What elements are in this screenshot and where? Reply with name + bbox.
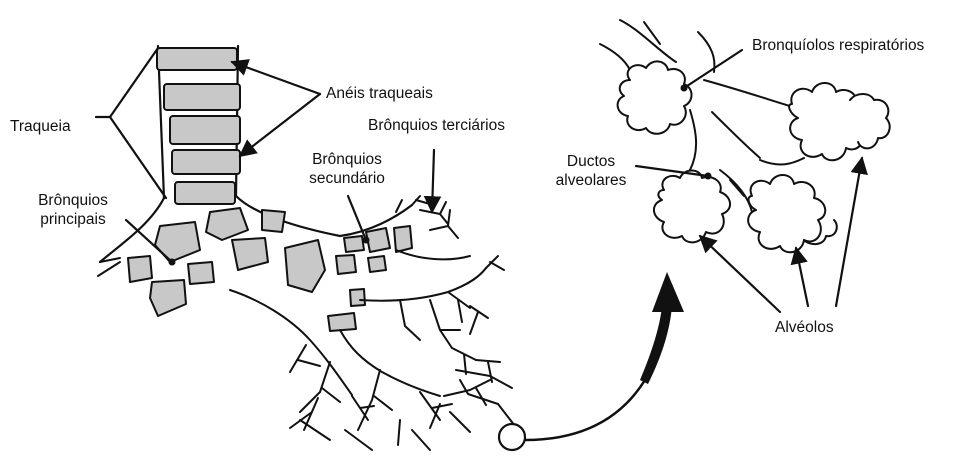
leader-alveolos-2 xyxy=(796,248,808,306)
dot-bronquiolos xyxy=(681,85,688,92)
cartilage-plate xyxy=(150,280,186,316)
magnify-circle xyxy=(499,424,525,450)
cartilage-plate xyxy=(128,256,152,282)
tracheal-ring xyxy=(175,182,235,204)
cartilage-plate xyxy=(368,256,386,272)
alveolar-sac xyxy=(654,171,730,243)
leader-alveolos-3 xyxy=(836,158,862,306)
dot-ductos xyxy=(705,173,712,180)
label-bronquios-principais: Brônquios principais xyxy=(28,191,118,229)
cartilage-plate xyxy=(262,210,285,232)
curved-arrow-head xyxy=(652,272,684,312)
label-bronquios-principais-line2: principais xyxy=(28,210,118,229)
leader-aneis-1 xyxy=(232,62,320,94)
dot-principais xyxy=(169,259,176,266)
leader-traqueia-bracket xyxy=(110,48,166,198)
tracheal-ring xyxy=(157,48,237,70)
tracheal-rings xyxy=(157,48,240,204)
cartilage-plate xyxy=(285,240,325,292)
label-aneis-traqueais: Anéis traqueais xyxy=(326,84,433,103)
label-bronquios-secundario-line1: Brônquios xyxy=(300,150,394,169)
cartilage-plate xyxy=(336,255,356,274)
bronchial-cartilage xyxy=(128,208,412,331)
magnify-connector xyxy=(499,272,684,450)
alveolar-sac xyxy=(748,175,825,252)
cartilage-plate xyxy=(206,208,248,240)
cartilage-plate xyxy=(394,226,412,252)
label-alveolos: Alvéolos xyxy=(775,318,834,337)
label-ductos-alveolares: Ductos alveolares xyxy=(546,152,636,190)
cartilage-plate xyxy=(232,238,268,270)
label-ductos-alveolares-line1: Ductos xyxy=(546,152,636,171)
alveolar-sac xyxy=(618,61,692,133)
cartilage-plate xyxy=(188,262,214,284)
cartilage-plate xyxy=(366,228,390,252)
cartilage-plate xyxy=(155,222,200,262)
leader-terciarios xyxy=(432,150,434,212)
label-bronquios-principais-line1: Brônquios xyxy=(28,191,118,210)
label-bronquios-secundario: Brônquios secundário xyxy=(300,150,394,188)
label-ductos-alveolares-line2: alveolares xyxy=(546,171,636,190)
cartilage-plate xyxy=(344,236,364,252)
tracheal-ring xyxy=(172,150,240,174)
label-bronquios-secundario-line2: secundário xyxy=(300,169,394,188)
label-bronquiolos-respiratorios: Bronquíolos respiratórios xyxy=(752,36,924,55)
label-bronquios-terciarios: Brônquios terciários xyxy=(368,116,505,135)
tracheal-ring xyxy=(170,116,240,144)
leader-aneis-2 xyxy=(240,94,320,156)
cartilage-plate xyxy=(328,313,356,331)
label-traqueia: Traqueia xyxy=(10,117,71,136)
tracheal-ring xyxy=(164,84,240,110)
cartilage-plate xyxy=(350,289,365,306)
curved-arrow-body xyxy=(640,306,672,384)
dot-secundario xyxy=(363,237,370,244)
